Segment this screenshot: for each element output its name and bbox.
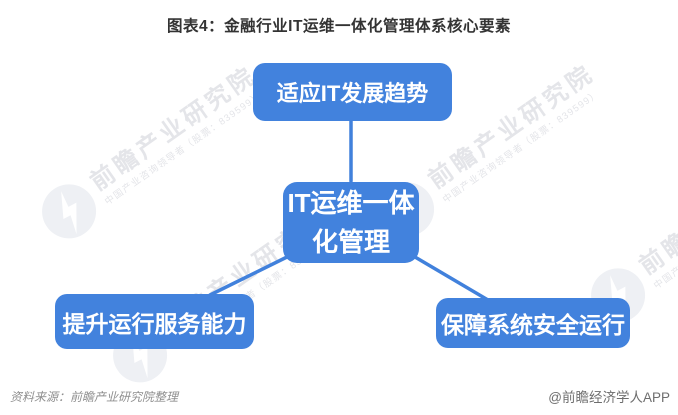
node-improve-service-capability: 提升运行服务能力 [55, 294, 254, 349]
node-adapt-it-trend: 适应IT发展趋势 [253, 63, 452, 121]
data-source-note: 资料来源：前瞻产业研究院整理 [10, 390, 179, 404]
node-label-line1: IT运维一体 [287, 187, 415, 218]
node-label: 适应IT发展趋势 [276, 81, 429, 106]
node-label: 保障系统安全运行 [441, 312, 625, 338]
app-credit: @前瞻经济学人APP [548, 390, 670, 405]
figure-title: 图表4：金融行业IT运维一体化管理体系核心要素 [167, 18, 511, 35]
node-it-ops-integrated-mgmt: IT运维一体 化管理 [283, 182, 419, 263]
node-ensure-system-security: 保障系统安全运行 [436, 298, 630, 348]
node-label: 提升运行服务能力 [62, 310, 247, 337]
connector-bottom-right [413, 255, 490, 302]
connector-bottom-left [208, 255, 289, 297]
node-label-line2: 化管理 [311, 226, 390, 257]
